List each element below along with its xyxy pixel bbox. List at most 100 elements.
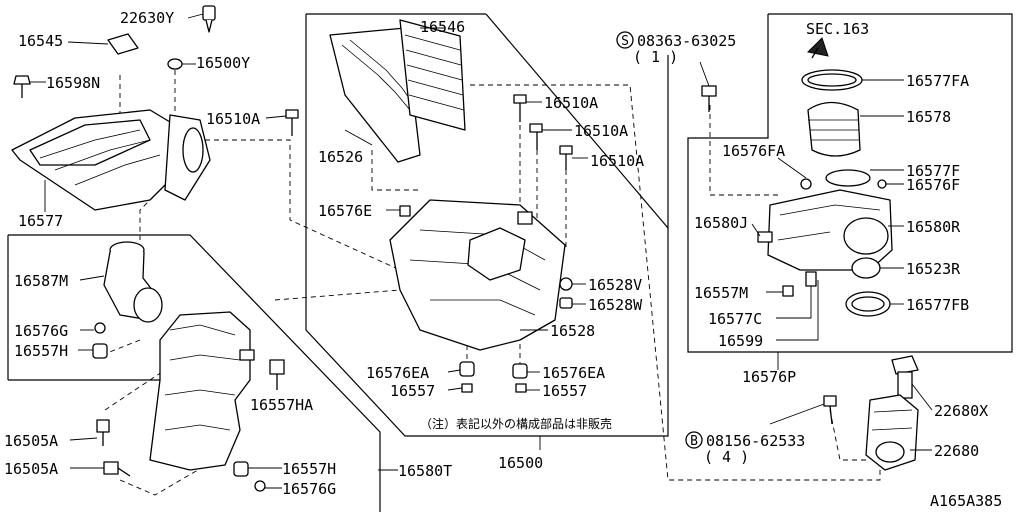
part-bolt-16505a-2 — [70, 461, 131, 477]
label-22680x: 22680X — [934, 402, 988, 420]
label-16577: 16577 — [18, 212, 63, 230]
part-bushing-16576g-left — [80, 322, 106, 334]
label-16500: 16500 — [498, 454, 543, 472]
part-grommet-16576fa — [777, 157, 812, 190]
frame-left-lower — [8, 234, 381, 512]
label-16510a-m2: 16510A — [574, 122, 628, 140]
part-s-circle-screw-08363: S — [616, 31, 717, 112]
part-grommet-16528v — [559, 277, 586, 291]
label-16598n: 16598N — [46, 74, 100, 92]
label-16576g-left: 16576G — [14, 322, 68, 340]
label-16510a-m1: 16510A — [544, 94, 598, 112]
frame-middle — [305, 14, 669, 437]
label-16577fa: 16577FA — [906, 72, 969, 90]
part-sensor-22680x — [891, 355, 933, 411]
label-16576fa: 16576FA — [722, 142, 785, 160]
dash-15 — [829, 409, 870, 461]
part-grommet-16576f — [877, 179, 904, 189]
part-bushing-16557h-left — [78, 343, 108, 359]
label-16587m: 16587M — [14, 272, 68, 290]
frame-middle-diag — [485, 13, 669, 229]
part-mass-airflow-22680 — [865, 394, 932, 471]
label-16580t: 16580T — [398, 462, 452, 480]
dash-2 — [274, 289, 401, 301]
group-labels: 22630Y 16545 16500Y 16598N 16510A 16577 … — [4, 9, 1002, 510]
part-boot-16578 — [807, 101, 904, 157]
b-circle-symbol: B — [690, 434, 698, 449]
part-air-cleaner-case-16528 — [389, 199, 566, 351]
part-sensor-22630y — [187, 5, 216, 33]
label-16577fb: 16577FB — [906, 296, 969, 314]
label-16576ea-left: 16576EA — [366, 364, 429, 382]
part-bushing-16557h-right — [233, 461, 282, 477]
part-bolt-16505a-1 — [69, 419, 110, 446]
part-filter-16546 — [399, 19, 466, 131]
label-16576f: 16576F — [906, 176, 960, 194]
part-clamp-16577f — [825, 169, 904, 187]
label-22680: 22680 — [934, 442, 979, 460]
part-clip-16557m — [766, 285, 794, 297]
label-16557-left: 16557 — [390, 382, 435, 400]
label-16580r: 16580R — [906, 218, 961, 236]
label-sec163: SEC.163 — [806, 20, 869, 38]
label-16528w: 16528W — [588, 296, 643, 314]
label-16546: 16546 — [420, 18, 465, 36]
part-bolt-16510a-left — [265, 109, 299, 136]
label-16545: 16545 — [18, 32, 63, 50]
label-16576p: 16576P — [742, 368, 796, 386]
label-16557ha: 16557HA — [250, 396, 313, 414]
s-circle-symbol: S — [621, 34, 629, 49]
dash-1 — [205, 139, 401, 271]
diagram-reference: A165A385 — [930, 492, 1002, 510]
part-clamp-16577fa — [801, 69, 904, 91]
note-japanese: （注）表記以外の構成部品は非販売 — [420, 416, 612, 431]
label-16526: 16526 — [318, 148, 363, 166]
part-bushing-16576g-right — [254, 480, 282, 492]
part-clip-16576e — [386, 205, 411, 217]
label-16576g-right: 16576G — [282, 480, 336, 498]
label-08363-qty: ( 1 ) — [633, 48, 678, 66]
part-connector-16577c-16599 — [776, 271, 819, 341]
part-label-16545 — [67, 33, 139, 55]
label-16510a-m3: 16510A — [590, 152, 644, 170]
dash-14 — [709, 105, 780, 196]
label-16505a-2: 16505A — [4, 460, 58, 478]
label-08363-63025: 08363-63025 — [637, 32, 736, 50]
sec163-arrow — [806, 37, 829, 59]
label-16557h-left: 16557H — [14, 342, 68, 360]
label-16599: 16599 — [718, 332, 763, 350]
part-mounts-16576ea-16557 — [447, 361, 540, 393]
part-bolts-16510a-middle — [513, 94, 588, 170]
label-08156-qty: ( 4 ) — [704, 448, 749, 466]
label-16557h-right: 16557H — [282, 460, 336, 478]
label-16577c: 16577C — [708, 310, 762, 328]
part-cover-16526 — [329, 27, 421, 163]
label-16578: 16578 — [906, 108, 951, 126]
label-16523r: 16523R — [906, 260, 961, 278]
part-resonator-16580t — [149, 311, 398, 471]
part-b-circle-bolt-08156: B — [685, 395, 837, 449]
label-16500y: 16500Y — [196, 54, 250, 72]
part-bolt-16598n — [13, 75, 46, 98]
label-22630y: 22630Y — [120, 9, 174, 27]
part-grommet-16500y — [167, 58, 196, 70]
part-housing-16580r — [751, 189, 904, 271]
part-grommet-16528w — [559, 297, 586, 309]
label-16505a-1: 16505A — [4, 432, 58, 450]
label-16528: 16528 — [550, 322, 595, 340]
group-frames — [7, 13, 1013, 512]
part-clamp-16577fb — [845, 291, 904, 317]
part-clip-16557ha — [269, 359, 285, 390]
label-16557m: 16557M — [694, 284, 748, 302]
label-16576ea-right: 16576EA — [542, 364, 605, 382]
dash-7 — [371, 150, 420, 191]
label-16580j: 16580J — [694, 214, 748, 232]
label-16510a-left: 16510A — [206, 110, 260, 128]
label-08156-62533: 08156-62533 — [706, 432, 805, 450]
label-16576e: 16576E — [318, 202, 372, 220]
part-air-duct-16577 — [11, 109, 211, 212]
label-16528v: 16528V — [588, 276, 642, 294]
frame-right — [687, 13, 1013, 353]
